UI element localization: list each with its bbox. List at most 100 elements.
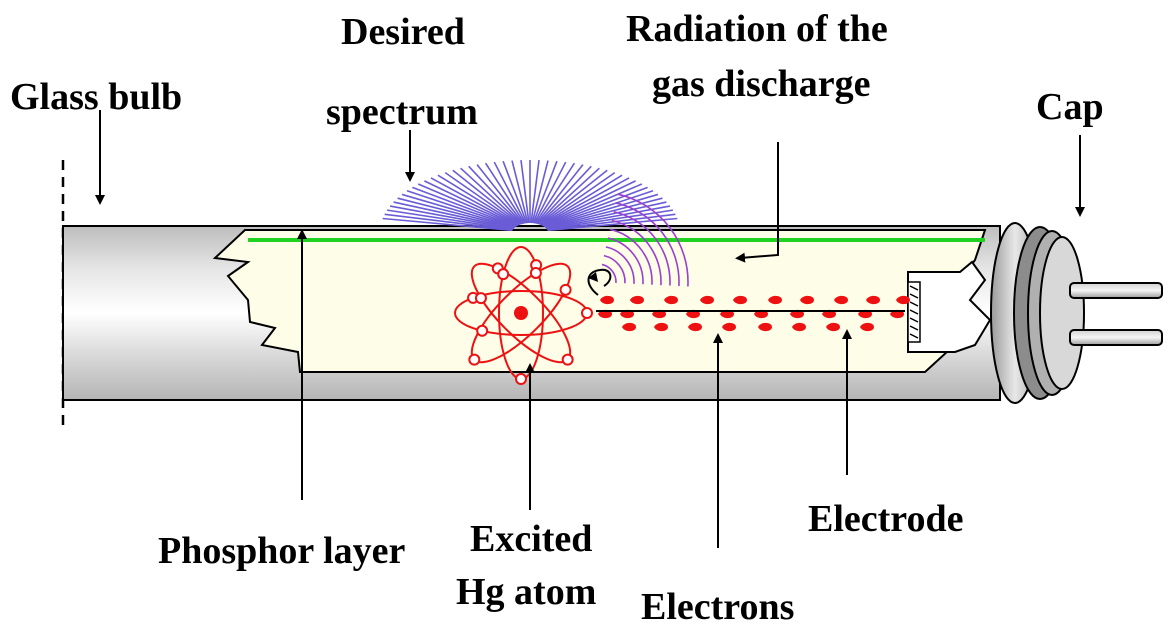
spectrum-ray (384, 213, 513, 231)
electron (654, 322, 668, 332)
spectrum-ray (533, 161, 567, 224)
desired-spectrum-rays (382, 160, 678, 232)
spectrum-ray (417, 183, 517, 227)
discharge-arc (615, 202, 680, 287)
spectrum-ray (535, 164, 584, 225)
spectrum-ray (460, 167, 523, 225)
orbit-electron (529, 266, 542, 279)
spectrum-ray (545, 193, 659, 229)
spectrum-ray (532, 160, 558, 224)
electrode-coil (907, 281, 921, 343)
spectrum-ray (546, 205, 671, 230)
discharge-arc (605, 246, 635, 284)
spectrum-ray (520, 160, 530, 224)
spectrum-ray (382, 217, 513, 232)
spectrum-ray (530, 160, 540, 224)
electron (700, 295, 714, 305)
discharge-arc (609, 228, 653, 285)
orbit-electron (561, 353, 574, 366)
spectrum-ray (452, 169, 522, 225)
spectrum-ray (484, 162, 526, 224)
label-cap: Cap (1036, 86, 1104, 128)
spectrum-ray (424, 180, 518, 227)
spectrum-ray (534, 162, 576, 224)
discharge-radiation-arcs (601, 193, 689, 287)
electron (792, 322, 806, 332)
label-electrode: Electrode (808, 498, 964, 540)
lamp-cap (990, 222, 1085, 404)
electrode-housing (907, 260, 992, 353)
spectrum-ray (547, 217, 678, 232)
excitation-arrow (587, 268, 612, 296)
orbit-electron (476, 324, 489, 337)
spectrum-ray (444, 171, 521, 226)
spectrum-ray (536, 165, 592, 225)
electron (664, 295, 678, 305)
spectrum-ray (386, 209, 513, 231)
discharge-arc (601, 263, 617, 283)
electron (600, 295, 614, 305)
spectrum-ray (537, 167, 600, 225)
label-excited-line2: Hg atom (456, 571, 597, 613)
electron (733, 295, 747, 305)
orbit-electron (474, 292, 487, 305)
spectrum-ray (502, 160, 528, 224)
spectrum-ray (531, 160, 549, 224)
discharge-arc (617, 193, 689, 287)
electron (688, 322, 702, 332)
discharge-arc (613, 210, 671, 286)
electron (826, 322, 840, 332)
spectrum-ray (437, 174, 520, 226)
label-radiation-line2: gas discharge (652, 63, 871, 105)
electron (722, 322, 736, 332)
electron (622, 322, 636, 332)
spectrum-ray (468, 165, 524, 225)
spectrum-ray (476, 164, 525, 225)
pointer-arrows (95, 110, 1085, 548)
spectrum-ray (543, 186, 648, 228)
label-electrons: Electrons (641, 586, 795, 628)
electron (630, 295, 644, 305)
spectrum-ray (541, 177, 630, 226)
spectrum-ray (544, 190, 654, 228)
electron (860, 322, 874, 332)
orbit-electron (581, 307, 593, 319)
spectrum-ray (547, 213, 676, 231)
electron (866, 295, 880, 305)
cap-pins (1069, 282, 1163, 346)
label-radiation-line1: Radiation of the (626, 8, 888, 50)
label-desired-spectrum-line2: spectrum (326, 91, 478, 133)
electron (834, 295, 848, 305)
spectrum-ray (493, 161, 527, 224)
electron (896, 295, 910, 305)
discharge-arc (607, 237, 644, 285)
spectrum-ray (511, 160, 529, 224)
orbit-electron (559, 283, 572, 296)
label-desired-spectrum-line1: Desired (341, 11, 465, 53)
orbit-electron (468, 353, 481, 366)
spectrum-ray (406, 190, 516, 228)
discharge-arc (603, 254, 626, 284)
spectrum-ray (538, 169, 608, 225)
spectrum-ray (397, 197, 515, 229)
atom-nucleus (514, 306, 528, 320)
electron (800, 295, 814, 305)
discharge-arc (611, 219, 662, 286)
label-phosphor-layer: Phosphor layer (158, 530, 406, 572)
spectrum-ray (543, 183, 643, 227)
label-glass-bulb: Glass bulb (10, 76, 183, 118)
spectrum-ray (539, 171, 616, 226)
electron (768, 295, 782, 305)
excited-hg-atom (454, 246, 593, 385)
spectrum-ray (401, 193, 515, 229)
orbit-electron (515, 373, 527, 385)
spectrum-ray (540, 174, 623, 226)
spectrum-ray (412, 186, 517, 228)
electron (758, 322, 772, 332)
orbit-electron (497, 268, 510, 281)
spectrum-ray (389, 205, 514, 230)
spectrum-ray (393, 201, 514, 230)
label-excited-line1: Excited (470, 518, 593, 560)
